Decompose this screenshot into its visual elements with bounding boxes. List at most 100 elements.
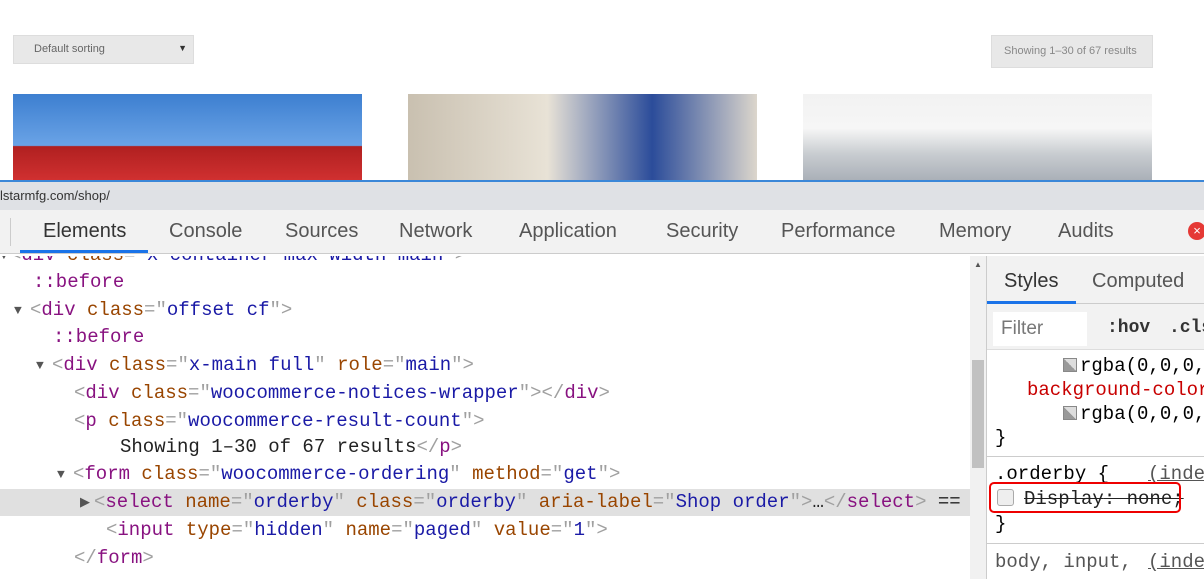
code-token-p: < [73,463,85,485]
dom-node[interactable]: ::before [0,324,970,351]
code-token-p: "></ [518,382,565,404]
expand-arrow-icon[interactable]: ▼ [0,256,8,269]
code-token-tag: form [84,463,131,485]
style-value[interactable]: : none; [1103,488,1184,510]
code-token-p: "> [451,354,474,376]
code-token-p: =" [231,519,255,541]
sort-select[interactable]: Default sorting ▼ [13,35,194,64]
rule-close-brace: } [995,427,1007,449]
rule-close-brace: } [995,513,1007,535]
code-token-p: =" [230,491,254,513]
active-tab-indicator [987,301,1076,304]
scrollbar[interactable]: ▲ [970,256,986,579]
tab-network[interactable]: Network [399,220,473,242]
dom-node[interactable]: <input type="hidden" name="paged" value=… [0,517,970,544]
code-token-txt: … [812,491,824,513]
dom-node-selected[interactable]: ▶<select name="orderby" class="orderby" … [0,489,970,516]
code-token-p: > [915,491,927,513]
code-token-tag: p [85,410,97,432]
code-token-tag: select [846,491,916,513]
rule-selector[interactable]: .orderby { [995,463,1110,485]
styles-pane: Styles Computed Filter :hov .cls rgba(0,… [986,256,1204,579]
rule-source-link[interactable]: (index) [1148,551,1204,573]
code-token-attr: value [482,519,551,541]
tab-audits[interactable]: Audits [1058,220,1114,242]
code-token-p: "> [461,410,485,432]
scroll-up-icon[interactable]: ▲ [974,260,982,269]
cls-button[interactable]: .cls [1169,318,1204,338]
expand-arrow-icon[interactable]: ▼ [57,467,65,482]
tab-elements[interactable]: Elements [43,220,127,242]
tab-memory[interactable]: Memory [939,220,1012,242]
code-token-p: =" [124,256,147,266]
divider [987,456,1204,457]
close-icon[interactable]: × [1188,222,1204,240]
code-token-p: =" [198,463,222,485]
product-image-1[interactable] [13,94,362,180]
dom-node[interactable]: Showing 1–30 of 67 results</p> [0,434,970,461]
code-token-attr: type [174,519,232,541]
filter-input[interactable]: Filter [993,312,1087,346]
dom-node[interactable]: ▼<div class="x-container max width main"… [0,256,970,269]
code-token-p: =" [144,299,167,321]
dom-tree[interactable]: ▼<div class="x-container max width main"… [0,256,970,579]
tab-computed[interactable]: Computed [1092,270,1185,292]
rule-selector[interactable]: body, input, [995,551,1132,573]
code-token-val: paged [413,519,471,541]
color-swatch-icon[interactable] [1063,358,1077,372]
color-swatch-icon[interactable] [1063,406,1077,420]
code-token-p: < [10,256,21,266]
dom-node[interactable]: ::before [0,269,970,296]
code-token-attr: role [325,354,383,376]
tab-application[interactable]: Application [519,220,617,242]
code-token-p: < [52,354,64,376]
dom-node-text: ::before [33,269,124,296]
dom-node[interactable]: ▼<div class="x-main full" role="main"> [0,352,970,379]
property-checkbox[interactable] [997,489,1014,506]
code-token-val: offset cf [166,299,270,321]
dom-node[interactable]: ▼<div class="offset cf"> [0,297,970,324]
tab-styles[interactable]: Styles [1004,270,1059,292]
expand-arrow-icon[interactable]: ▼ [36,358,44,373]
code-token-val: main [405,354,452,376]
chevron-down-icon: ▼ [178,43,187,53]
code-token-attr: class [56,256,124,266]
collapse-arrow-icon[interactable]: ▶ [80,495,90,510]
tab-console[interactable]: Console [169,220,243,242]
devtools-panel: lstarmfg.com/shop/ Elements Console Sour… [0,180,1204,579]
hov-button[interactable]: :hov [1107,318,1151,338]
product-image-2[interactable] [408,94,757,180]
code-token-val: get [563,463,598,485]
dom-node[interactable]: <p class="woocommerce-result-count"> [0,408,970,435]
code-token-attr: name [334,519,392,541]
style-property[interactable]: Display [1024,488,1104,510]
dom-node[interactable]: </form> [0,545,970,572]
tab-sources[interactable]: Sources [285,220,359,242]
code-token-p: < [30,299,42,321]
code-token-p: " [333,491,345,513]
dom-node-text: Showing 1–30 of 67 results</p> [120,434,462,461]
style-property[interactable]: background-color [1027,379,1204,401]
code-token-pseudo: ::before [53,326,145,348]
dom-node[interactable]: ▼<form class="woocommerce-ordering" meth… [0,461,970,488]
code-token-p: =" [188,382,211,404]
code-token-p: " [322,519,335,541]
dom-node-text: ::before [53,324,144,351]
expand-arrow-icon[interactable]: ▼ [14,303,22,318]
code-token-attr: class [130,463,199,485]
dom-node[interactable]: <div class="woocommerce-notices-wrapper"… [0,380,970,407]
code-token-tag: select [105,491,174,513]
code-token-val: 1 [573,519,585,541]
styles-tabs: Styles Computed [987,256,1204,304]
rule-source-link[interactable]: (index) [1148,463,1204,485]
code-token-attr: class [75,299,145,321]
sort-label: Default sorting [34,43,105,55]
code-token-attr: name [173,491,231,513]
code-token-p: "> [789,491,813,513]
code-token-p: =" [652,491,676,513]
code-token-p: < [106,519,118,541]
tab-security[interactable]: Security [666,220,739,242]
scrollbar-thumb[interactable] [972,360,984,468]
tab-performance[interactable]: Performance [781,220,896,242]
product-image-3[interactable] [803,94,1152,180]
